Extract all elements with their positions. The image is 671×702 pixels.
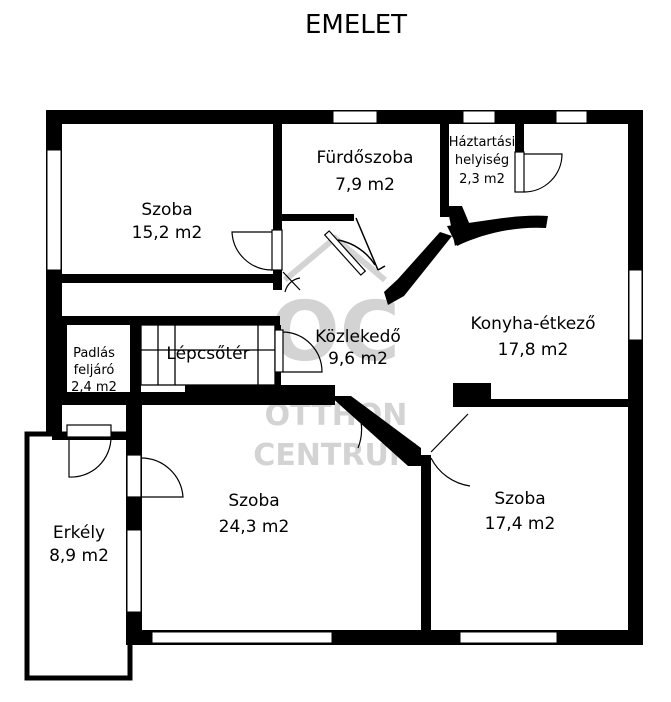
room-padlas-name: Padlás bbox=[73, 346, 115, 361]
door-small bbox=[282, 271, 301, 293]
door-szoba-3 bbox=[430, 413, 471, 487]
room-lepcso-name: Lépcsőtér bbox=[166, 344, 249, 364]
room-furdo-area: 7,9 m2 bbox=[335, 175, 395, 195]
room-szoba-3-name: Szoba bbox=[494, 489, 545, 509]
room-szoba-3-area: 17,4 m2 bbox=[485, 514, 556, 534]
room-padlas-name2: feljáró bbox=[74, 363, 115, 378]
room-haztartasi-name: Háztartási bbox=[449, 135, 515, 150]
doors bbox=[66, 151, 563, 498]
door-szoba-1 bbox=[231, 231, 273, 271]
door-kozl bbox=[282, 331, 323, 373]
room-haztartasi-area: 2,3 m2 bbox=[459, 172, 505, 187]
room-padlas-area: 2,4 m2 bbox=[71, 380, 117, 395]
room-kozl-name: Közlekedő bbox=[315, 327, 401, 347]
room-szoba-2-name: Szoba bbox=[228, 491, 279, 511]
room-kozl-area: 9,6 m2 bbox=[328, 349, 388, 369]
floor-title: EMELET bbox=[305, 10, 407, 40]
room-konyha-name: Konyha-étkező bbox=[470, 314, 595, 334]
room-erkely-area: 8,9 m2 bbox=[49, 546, 109, 566]
room-furdo-name: Fürdőszoba bbox=[317, 148, 414, 168]
room-haztartasi-name2: helyiség bbox=[455, 153, 509, 168]
room-konyha-area: 17,8 m2 bbox=[498, 340, 569, 360]
watermark: OC OTTHON CENTRUM bbox=[253, 234, 419, 473]
door-padlas bbox=[68, 436, 112, 478]
walls bbox=[24, 110, 643, 681]
windows bbox=[46, 110, 643, 644]
room-szoba-1-area: 15,2 m2 bbox=[132, 223, 203, 243]
door-szoba-2 bbox=[351, 399, 418, 451]
room-szoba-1-name: Szoba bbox=[141, 200, 192, 220]
door-erkely bbox=[140, 457, 184, 498]
room-labels: Szoba 15,2 m2 Fürdőszoba 7,9 m2 Háztartá… bbox=[49, 135, 595, 566]
room-erkely-name: Erkély bbox=[53, 523, 105, 543]
room-szoba-2-area: 24,3 m2 bbox=[219, 517, 290, 537]
door-haztartasi bbox=[523, 153, 563, 193]
door-furdo bbox=[337, 217, 386, 271]
